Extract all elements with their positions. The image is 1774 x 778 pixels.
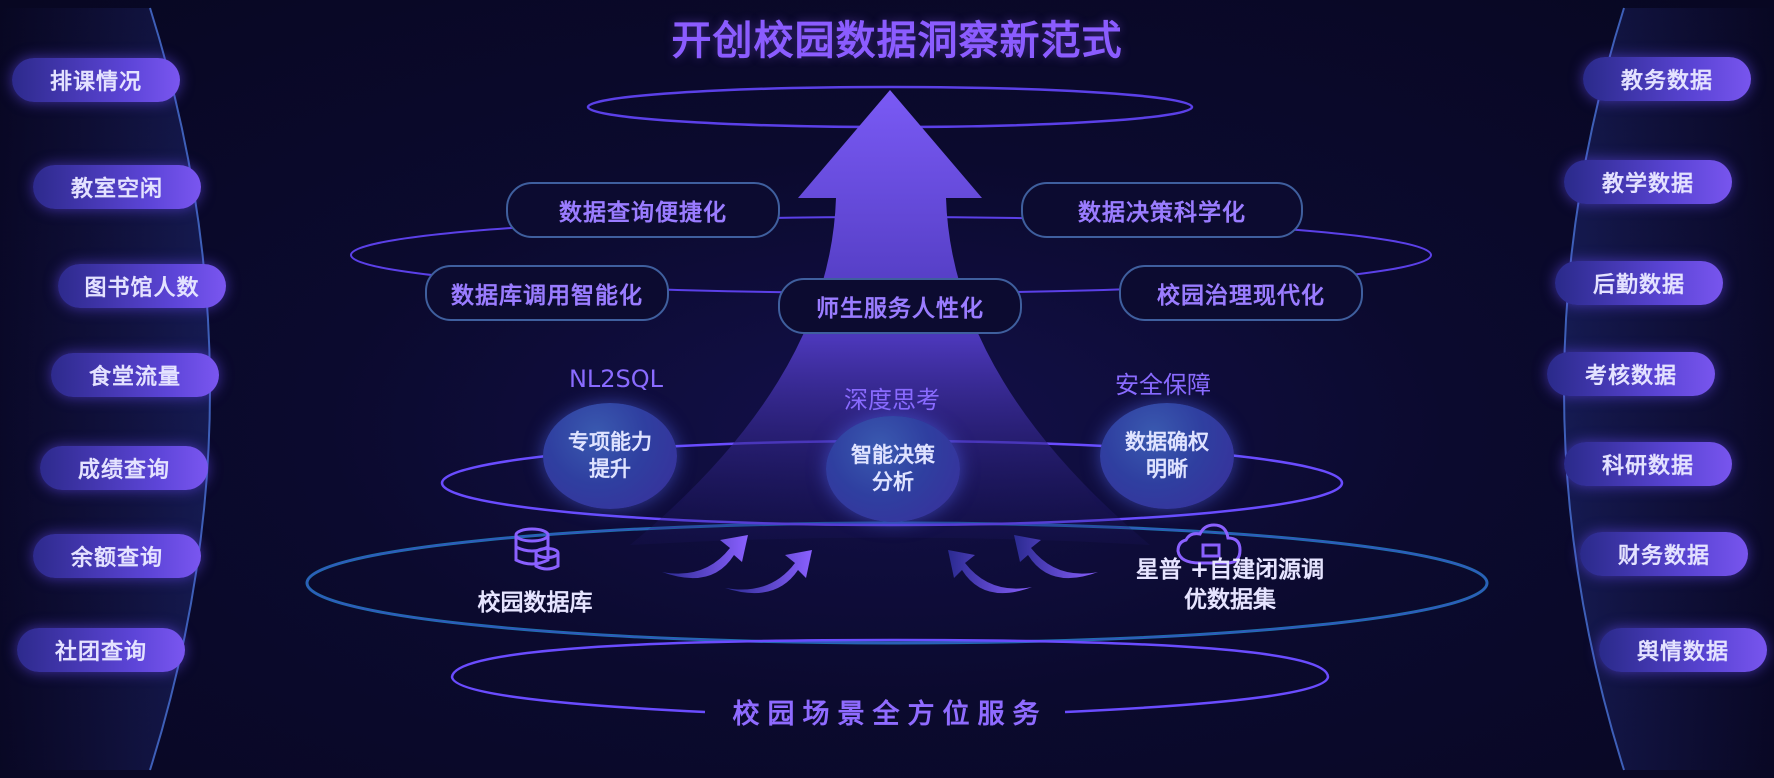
tag-governance: 校园治理现代化 bbox=[1119, 265, 1363, 321]
left-item-library: 图书馆人数 bbox=[58, 264, 226, 308]
left-item-balance: 余额查询 bbox=[33, 534, 201, 578]
left-item-grades: 成绩查询 bbox=[40, 446, 208, 490]
database-icon bbox=[514, 527, 560, 571]
right-item-sentiment: 舆情数据 bbox=[1599, 628, 1767, 672]
tag-decision: 数据决策科学化 bbox=[1021, 182, 1303, 238]
orb-caption-nl2sql: NL2SQL bbox=[568, 365, 664, 393]
page-title: 开创校园数据洞察新范式 bbox=[671, 18, 1123, 64]
left-item-schedule: 排课情况 bbox=[12, 58, 180, 102]
left-item-canteen: 食堂流量 bbox=[51, 353, 219, 397]
left-item-clubs: 社团查询 bbox=[17, 628, 185, 672]
tag-service: 师生服务人性化 bbox=[778, 278, 1022, 334]
orb-caption-security: 安全保障 bbox=[1115, 371, 1211, 399]
service-ring bbox=[450, 638, 1330, 714]
right-item-logistics: 后勤数据 bbox=[1555, 261, 1723, 305]
campus-database-label: 校园数据库 bbox=[477, 590, 593, 616]
left-item-classroom: 教室空闲 bbox=[33, 165, 201, 209]
orb-decision-analysis-text: 智能决策分析 bbox=[851, 443, 935, 494]
bottom-title: 校园场景全方位服务 bbox=[732, 699, 1048, 730]
right-item-finance: 财务数据 bbox=[1580, 532, 1748, 576]
orb-decision-analysis: 智能决策分析 bbox=[826, 416, 960, 522]
tag-database: 数据库调用智能化 bbox=[425, 265, 669, 321]
right-item-teaching: 教学数据 bbox=[1564, 160, 1732, 204]
orb-caption-deep-thinking: 深度思考 bbox=[844, 386, 940, 414]
right-item-academic: 教务数据 bbox=[1583, 57, 1751, 101]
orb-data-rights-text: 数据确权明晰 bbox=[1125, 430, 1209, 481]
cloud-icon bbox=[1176, 523, 1242, 565]
curved-arrow-icon bbox=[662, 535, 812, 594]
tag-query: 数据查询便捷化 bbox=[506, 182, 780, 238]
curved-arrow-icon bbox=[948, 535, 1098, 594]
right-item-assessment: 考核数据 bbox=[1547, 352, 1715, 396]
dataset-label: 星普 +自建闭源调优数据集 bbox=[1135, 557, 1325, 613]
orb-capability-text: 专项能力提升 bbox=[568, 430, 652, 481]
orb-capability: 专项能力提升 bbox=[543, 403, 677, 509]
orb-data-rights: 数据确权明晰 bbox=[1100, 403, 1234, 509]
right-item-research: 科研数据 bbox=[1564, 442, 1732, 486]
